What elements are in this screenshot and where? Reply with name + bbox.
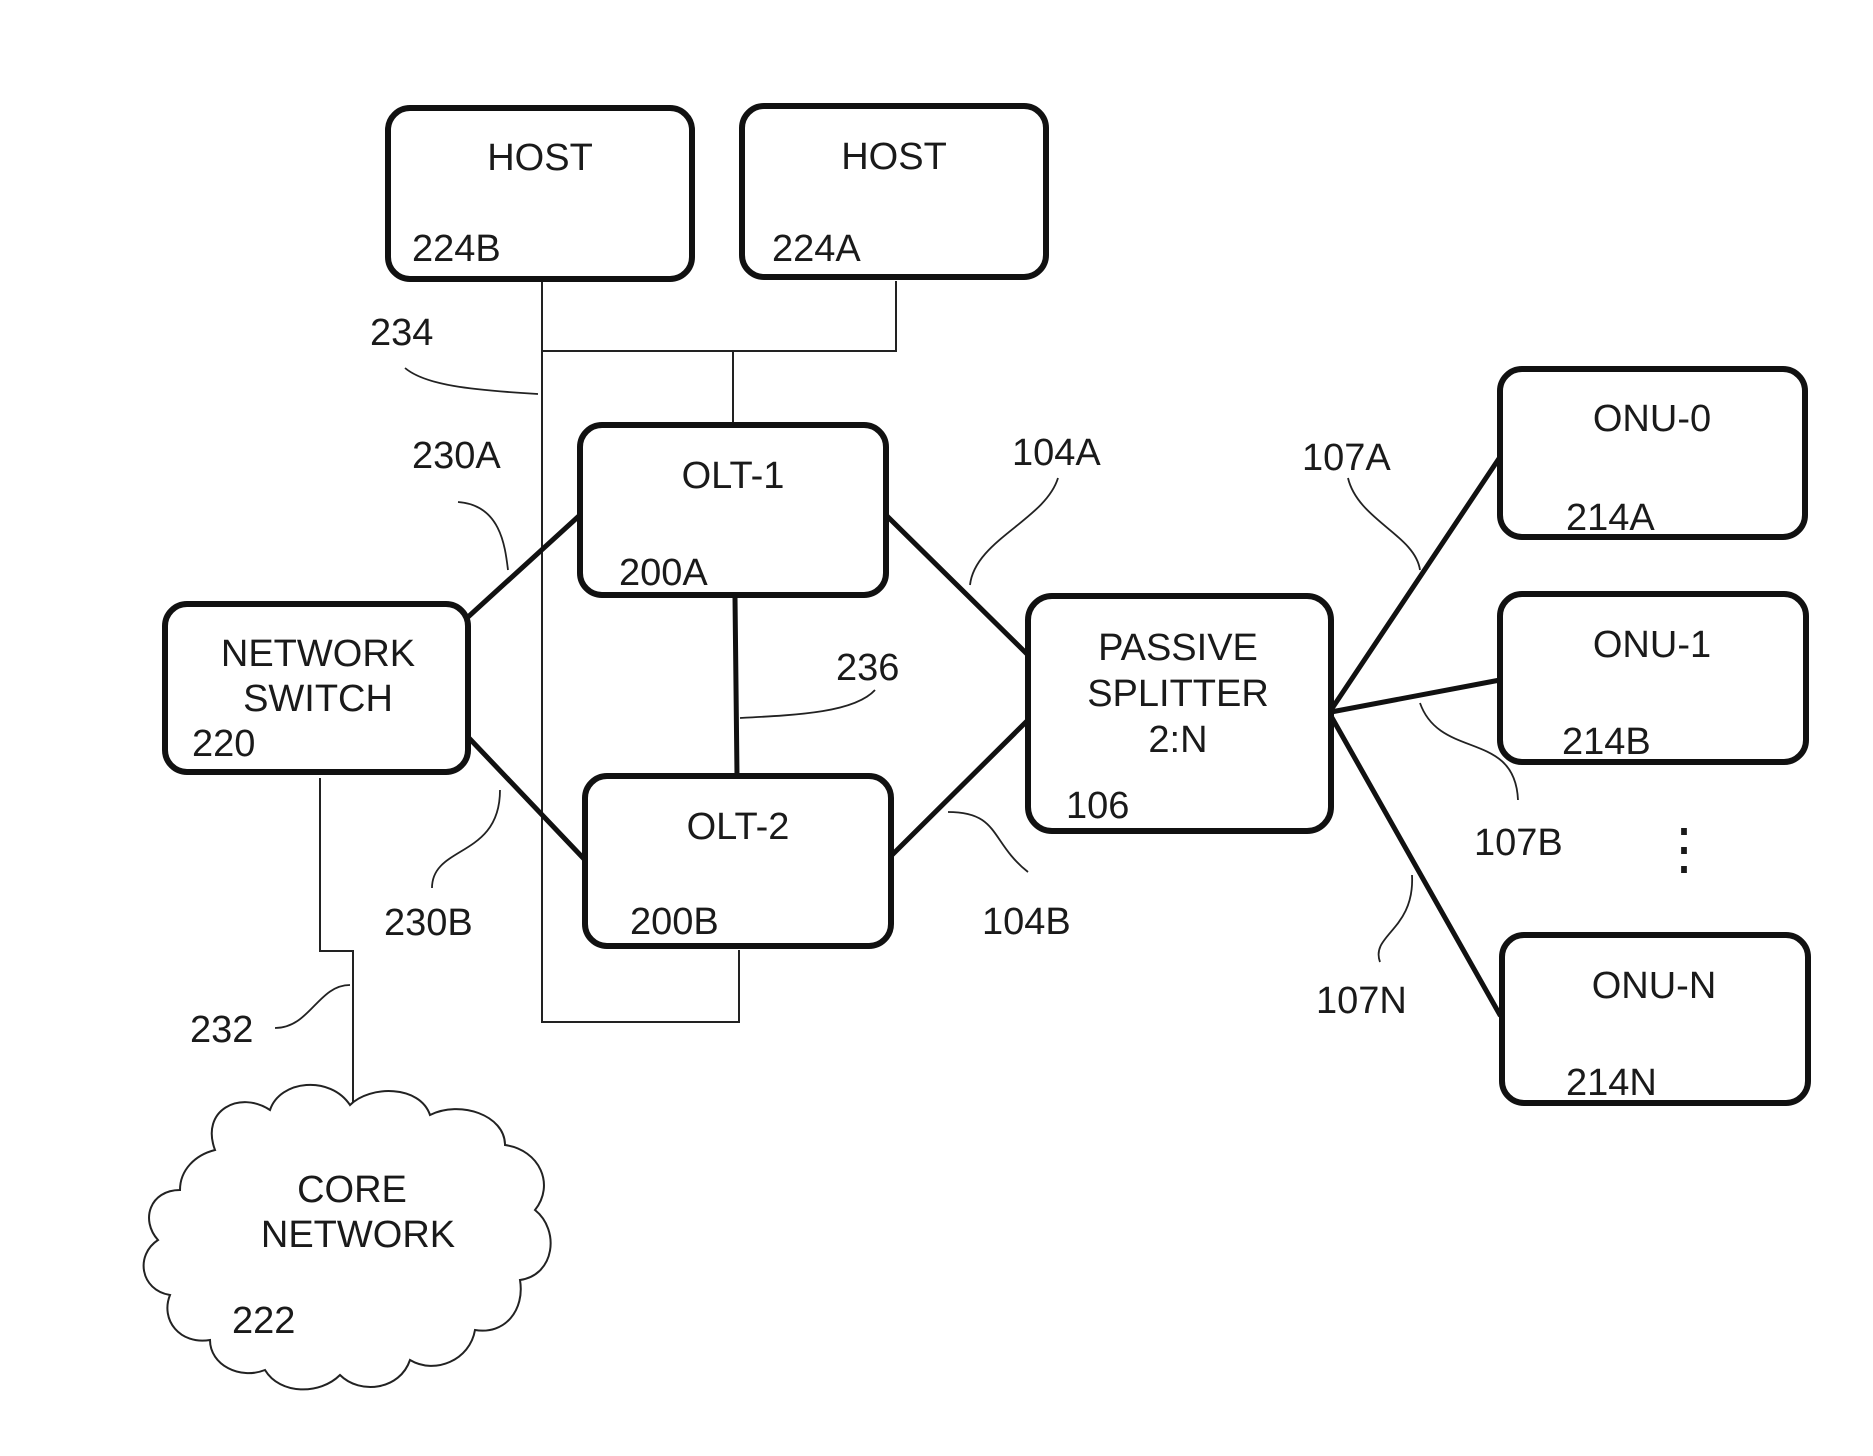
splitter-title-line3: 2:N	[1148, 719, 1207, 761]
host-224b-ref: 224B	[412, 228, 501, 270]
link-236	[735, 597, 737, 776]
olt1-title: OLT-1	[682, 455, 785, 497]
onu0-ref: 214A	[1566, 497, 1655, 539]
leader-104a	[970, 478, 1058, 585]
more-onus-ellipsis: ⋮	[1656, 817, 1712, 880]
network-switch-ref: 220	[192, 723, 255, 765]
network-switch-title-line2: SWITCH	[243, 678, 393, 720]
splitter-title-line2: SPLITTER	[1087, 673, 1269, 715]
onu1-title: ONU-1	[1593, 624, 1711, 666]
onun-ref: 214N	[1566, 1062, 1657, 1104]
label-230b: 230B	[384, 902, 473, 944]
leader-230a	[458, 502, 508, 570]
leader-107a	[1348, 478, 1420, 570]
label-234: 234	[370, 312, 433, 354]
olt2-ref: 200B	[630, 901, 719, 943]
host-224a-ref: 224A	[772, 228, 861, 270]
leader-107n	[1379, 875, 1413, 962]
label-230a: 230A	[412, 435, 501, 477]
host-224b-title: HOST	[487, 137, 593, 179]
link-107b	[1331, 680, 1500, 712]
label-104a: 104A	[1012, 432, 1101, 474]
link-230a	[468, 515, 580, 617]
network-switch-title-line1: NETWORK	[221, 633, 415, 675]
label-107b: 107B	[1474, 822, 1563, 864]
core-network-title-line2: NETWORK	[261, 1214, 455, 1256]
link-107n	[1331, 716, 1500, 1015]
label-236: 236	[836, 647, 899, 689]
label-107a: 107A	[1302, 437, 1391, 479]
link-230b	[468, 737, 585, 860]
leader-234	[405, 368, 538, 394]
splitter-ref: 106	[1066, 785, 1129, 827]
link-107a	[1331, 457, 1500, 710]
label-107n: 107N	[1316, 980, 1407, 1022]
host-224a-title: HOST	[841, 136, 947, 178]
label-104b: 104B	[982, 901, 1071, 943]
leader-230b	[432, 790, 500, 888]
olt2-title: OLT-2	[687, 806, 790, 848]
leader-104b	[948, 812, 1028, 872]
label-232: 232	[190, 1009, 253, 1051]
leader-232	[275, 985, 350, 1028]
core-network-title-line1: CORE	[297, 1169, 407, 1211]
onu1-ref: 214B	[1562, 721, 1651, 763]
link-104a	[886, 515, 1028, 655]
link-104b	[892, 720, 1028, 855]
host-bus-horizontal	[542, 281, 896, 351]
switch-to-core-line	[320, 778, 353, 1128]
onu1-box[interactable]	[1500, 594, 1806, 762]
onun-title: ONU-N	[1592, 965, 1717, 1007]
onu0-title: ONU-0	[1593, 398, 1711, 440]
olt1-ref: 200A	[619, 552, 708, 594]
leader-236	[740, 690, 875, 718]
core-network-ref: 222	[232, 1300, 295, 1342]
splitter-title-line1: PASSIVE	[1098, 627, 1258, 669]
